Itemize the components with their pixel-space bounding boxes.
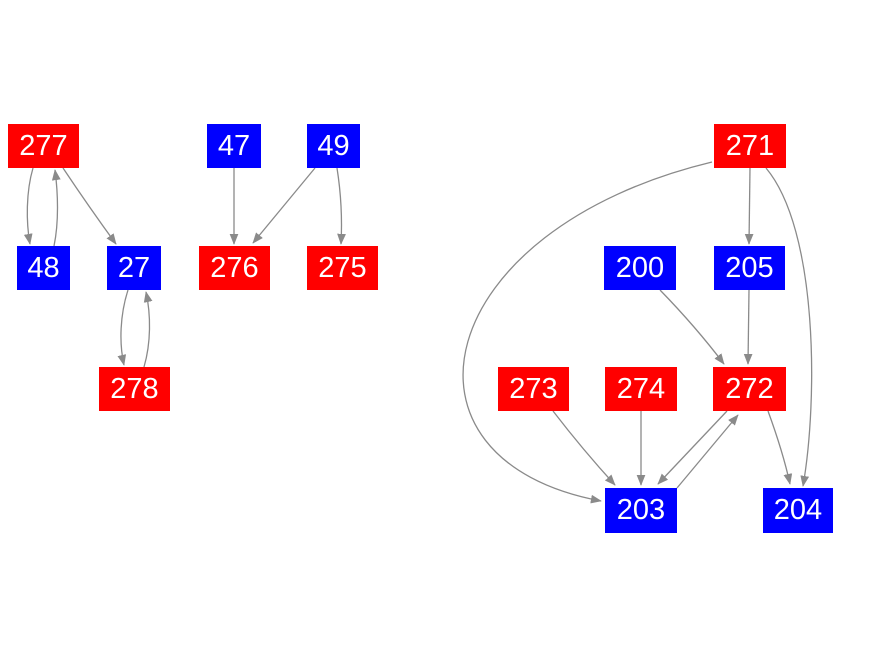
edge-49-275 xyxy=(336,167,346,245)
node-278: 278 xyxy=(99,367,170,411)
node-204: 204 xyxy=(763,488,833,533)
node-205: 205 xyxy=(714,246,785,290)
edge-205-272 xyxy=(743,289,753,365)
edge-277-48 xyxy=(23,167,34,245)
node-203: 203 xyxy=(605,488,677,533)
node-273: 273 xyxy=(498,367,569,411)
edge-272-204 xyxy=(767,410,793,485)
node-274: 274 xyxy=(605,367,677,411)
node-49: 49 xyxy=(307,124,360,168)
node-27: 27 xyxy=(107,246,161,290)
edge-273-203 xyxy=(552,410,616,486)
node-276: 276 xyxy=(199,246,270,290)
node-200: 200 xyxy=(604,246,676,290)
node-272: 272 xyxy=(713,367,786,411)
edge-271-203 xyxy=(462,161,713,504)
node-277: 277 xyxy=(8,124,79,168)
edge-49-276 xyxy=(252,167,316,244)
edge-272-203 xyxy=(657,410,728,485)
edge-278-27 xyxy=(143,291,153,368)
edge-271-204 xyxy=(765,167,813,487)
edge-271-205 xyxy=(744,167,754,245)
node-47: 47 xyxy=(207,124,261,168)
node-275: 275 xyxy=(307,246,378,290)
edge-200-272 xyxy=(659,289,725,365)
node-48: 48 xyxy=(17,246,70,290)
edge-277-27 xyxy=(62,167,117,245)
edge-27-278 xyxy=(117,289,129,366)
node-271: 271 xyxy=(714,124,786,168)
edge-48-277 xyxy=(51,169,61,247)
edge-203-272 xyxy=(676,414,739,489)
